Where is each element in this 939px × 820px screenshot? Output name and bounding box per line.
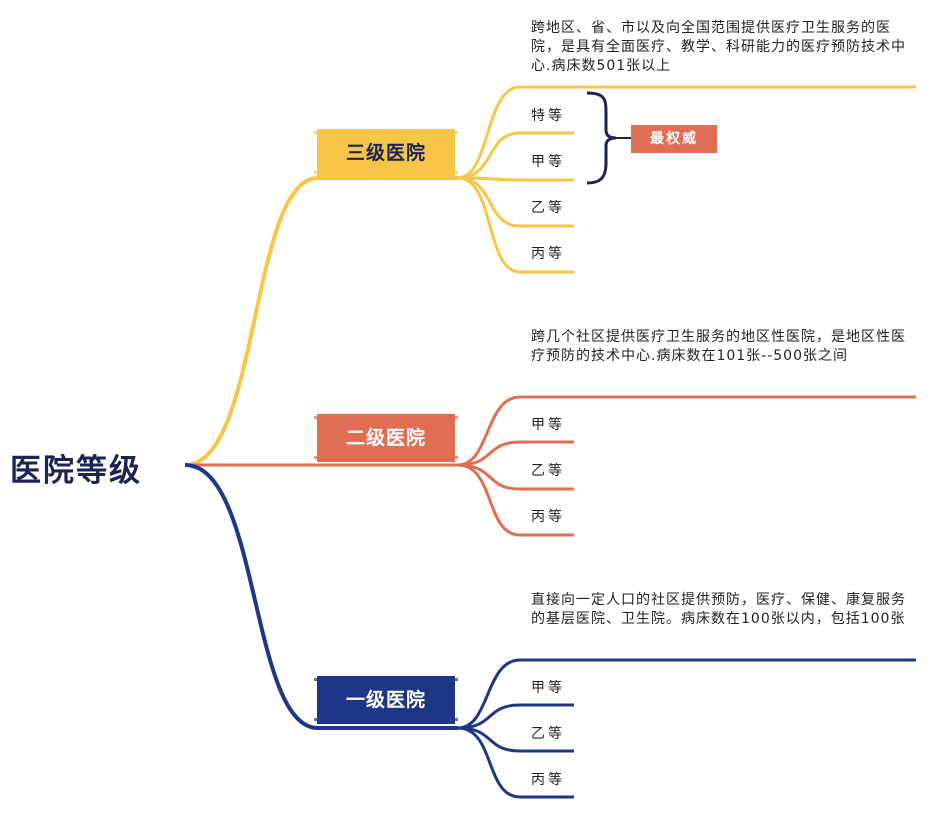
grade-level1-c[interactable]: 丙等 xyxy=(531,772,565,788)
badge-most-authoritative[interactable]: 最权威 xyxy=(631,125,717,153)
grade-level1-b[interactable]: 乙等 xyxy=(531,726,565,742)
grade-level2-b[interactable]: 乙等 xyxy=(531,463,565,479)
topic-level2-hospital[interactable]: 二级医院 xyxy=(314,414,458,462)
note-level3: 跨地区、省、市以及向全国范围提供医疗卫生服务的医院，是具有全面医疗、教学、科研能… xyxy=(531,20,906,74)
grade-level3-special[interactable]: 特等 xyxy=(531,108,565,124)
bracket xyxy=(586,91,617,185)
branch-level3-note xyxy=(457,85,916,180)
branch-level2-grade3 xyxy=(457,463,574,537)
branch-level3-grade1 xyxy=(457,131,574,180)
topic-level1-hospital[interactable]: 一级医院 xyxy=(314,676,458,724)
connector-root-level3 xyxy=(184,176,319,467)
branch-level3-grade2 xyxy=(457,176,574,182)
branch-level1-note xyxy=(457,658,916,730)
grade-level2-a[interactable]: 甲等 xyxy=(531,417,565,433)
branch-level2-grade1 xyxy=(457,440,574,467)
grade-level3-b[interactable]: 乙等 xyxy=(531,200,565,216)
grade-level1-a[interactable]: 甲等 xyxy=(531,680,565,696)
connector-root-level1 xyxy=(184,463,319,730)
grade-level3-a[interactable]: 甲等 xyxy=(531,154,565,170)
grade-level3-c[interactable]: 丙等 xyxy=(531,246,565,262)
branch-level3-grade4 xyxy=(457,176,574,274)
branch-level1-grade3 xyxy=(457,726,574,799)
branch-level1-grade1 xyxy=(457,703,574,730)
note-level2: 跨几个社区提供医疗卫生服务的地区性医院，是地区性医疗预防的技术中心.病床数在10… xyxy=(531,329,906,364)
topic-level3-hospital[interactable]: 三级医院 xyxy=(314,129,458,177)
branch-level2-note xyxy=(457,395,916,467)
grade-level2-c[interactable]: 丙等 xyxy=(531,509,565,525)
note-level1: 直接向一定人口的社区提供预防，医疗、保健、康复服务的基层医院、卫生院。病床数在1… xyxy=(531,592,906,627)
root-topic[interactable]: 医院等级 xyxy=(10,453,142,489)
